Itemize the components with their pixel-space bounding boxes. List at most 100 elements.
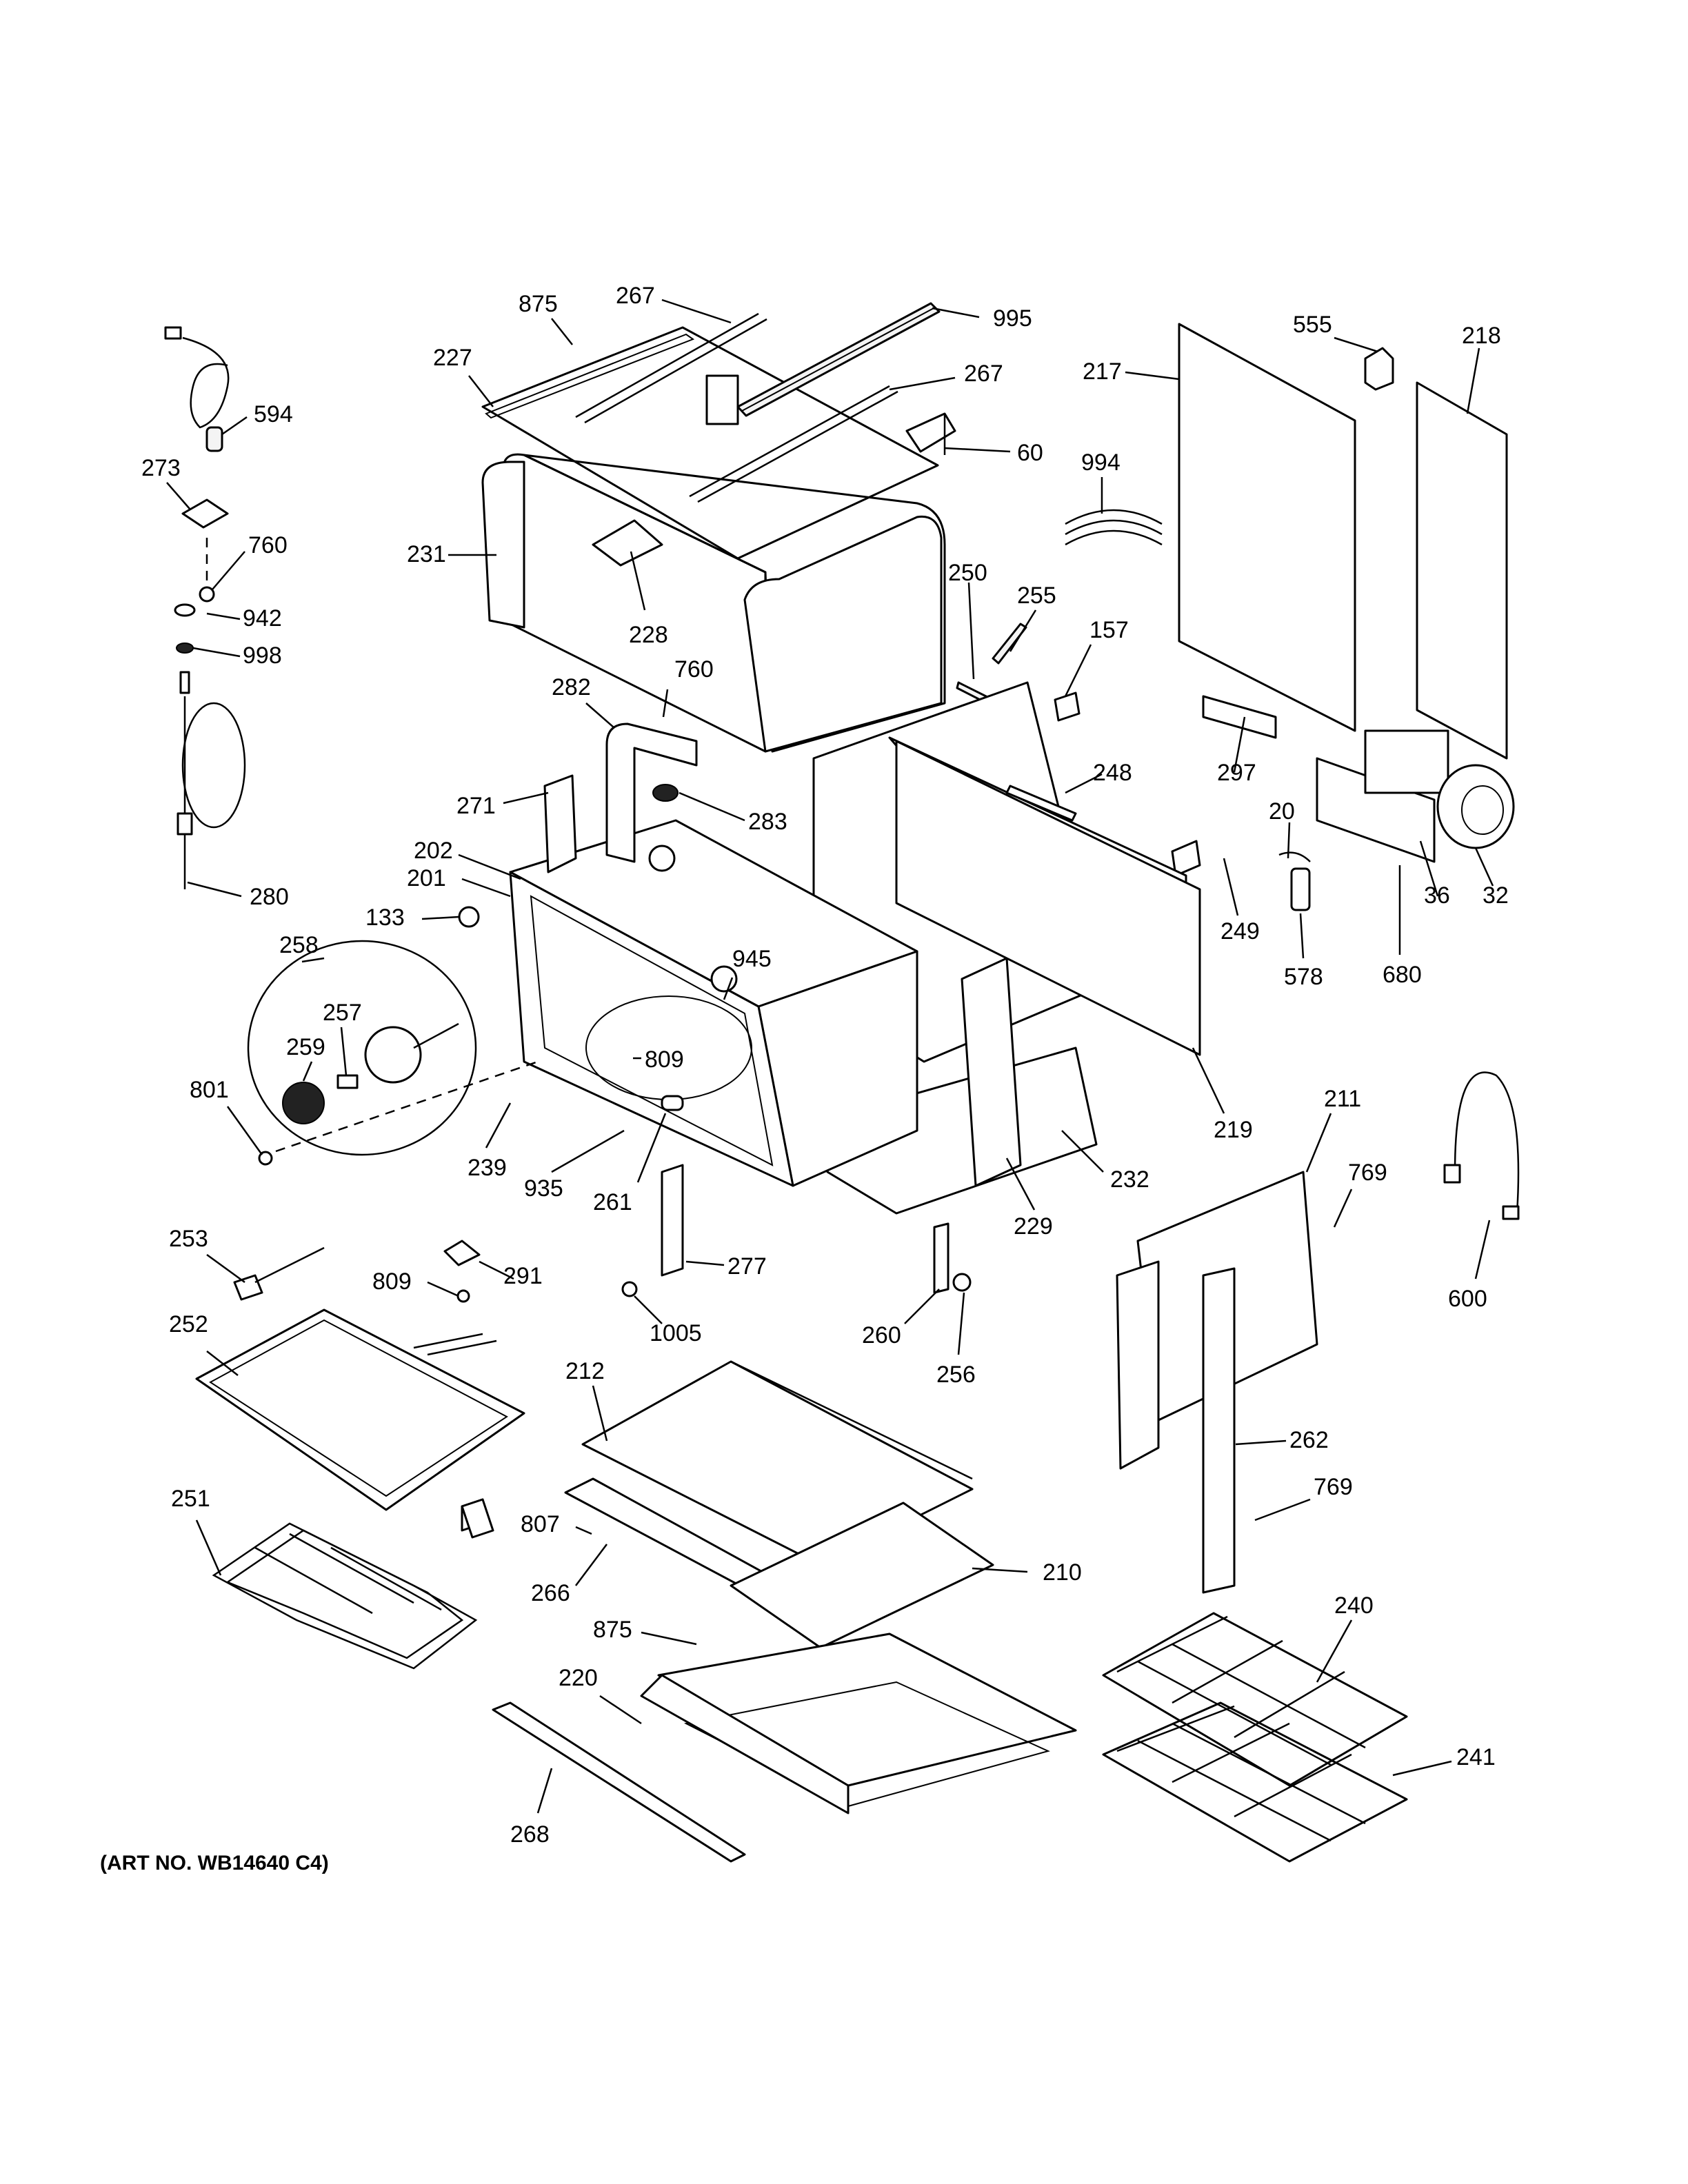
callout-807: 807 <box>521 1511 560 1537</box>
callout-157: 157 <box>1089 617 1129 643</box>
callout-228: 228 <box>629 622 668 648</box>
callout-995: 995 <box>993 305 1032 332</box>
rack-241 <box>1102 1701 1408 1863</box>
callout-201: 201 <box>407 865 446 891</box>
callout-271: 271 <box>456 793 496 819</box>
callout-801: 801 <box>190 1077 229 1103</box>
callout-809: 809 <box>372 1268 412 1295</box>
axis-dash-fan <box>275 1060 539 1153</box>
callout-267: 267 <box>616 283 655 309</box>
callout-250: 250 <box>948 560 987 586</box>
callout-942: 942 <box>243 605 282 631</box>
bottom-panel-220 <box>640 1632 1077 1814</box>
callout-220: 220 <box>559 1665 598 1691</box>
screw-809b <box>456 1289 470 1303</box>
callout-875: 875 <box>519 291 558 317</box>
callout-680: 680 <box>1383 962 1422 988</box>
bracket-291 <box>443 1240 481 1266</box>
callout-994: 994 <box>1081 449 1121 476</box>
callout-239: 239 <box>468 1155 507 1181</box>
trim-262 <box>1202 1267 1236 1594</box>
callout-219: 219 <box>1214 1117 1253 1143</box>
callout-1005: 1005 <box>650 1320 702 1346</box>
callout-218: 218 <box>1462 323 1501 349</box>
callout-769: 769 <box>1314 1474 1353 1500</box>
callout-231: 231 <box>407 541 446 567</box>
bracket-248 <box>1005 785 1077 822</box>
sensor-assembly <box>164 326 246 889</box>
duct-282 <box>605 722 698 863</box>
ribbon-cable-995 <box>736 302 941 417</box>
callout-256: 256 <box>936 1362 976 1388</box>
leader-lines <box>166 299 1494 1814</box>
callout-760: 760 <box>674 656 714 682</box>
grommet-283 <box>652 784 679 802</box>
callout-760: 760 <box>248 532 288 558</box>
callout-262: 262 <box>1289 1427 1329 1453</box>
callout-249: 249 <box>1220 918 1260 944</box>
pin-261 <box>661 1095 684 1111</box>
callout-257: 257 <box>323 1000 362 1026</box>
grommet-133 <box>458 906 480 928</box>
bake-element-252 <box>195 1308 525 1511</box>
callout-217: 217 <box>1083 358 1122 385</box>
capacitor-578 <box>1278 851 1311 911</box>
callout-578: 578 <box>1284 964 1323 990</box>
callout-212: 212 <box>565 1358 605 1384</box>
callout-998: 998 <box>243 643 282 669</box>
callout-259: 259 <box>286 1034 325 1060</box>
callout-280: 280 <box>250 884 289 910</box>
rack-240 <box>1102 1612 1408 1787</box>
callout-277: 277 <box>727 1253 767 1280</box>
insulation-229 <box>961 957 1022 1187</box>
rear-panel-217 <box>1178 323 1356 732</box>
callout-291: 291 <box>503 1263 543 1289</box>
duct-219 <box>895 740 1201 1056</box>
callout-282: 282 <box>552 674 591 700</box>
callout-297: 297 <box>1217 760 1256 786</box>
callout-266: 266 <box>531 1580 570 1606</box>
clip-255 <box>992 623 1027 665</box>
trim-268 <box>492 1701 746 1863</box>
bracket-807 <box>461 1498 494 1539</box>
callout-267: 267 <box>964 361 1003 387</box>
callout-255: 255 <box>1017 583 1056 609</box>
callout-60: 60 <box>1017 440 1043 466</box>
rear-panel-218 <box>1416 381 1508 760</box>
callout-809: 809 <box>645 1046 684 1073</box>
bracket-271 <box>543 774 577 873</box>
callout-251: 251 <box>171 1486 210 1512</box>
top-panel-227 <box>481 312 939 560</box>
callout-133: 133 <box>365 904 405 931</box>
callout-32: 32 <box>1483 882 1509 909</box>
cord-600 <box>1443 1071 1520 1220</box>
callout-211: 211 <box>1324 1086 1361 1112</box>
hinge-260 <box>933 1222 972 1294</box>
callout-227: 227 <box>433 345 472 371</box>
screw-801 <box>258 1151 273 1166</box>
broil-element-251 <box>212 1498 484 1670</box>
callout-241: 241 <box>1456 1744 1496 1770</box>
callout-555: 555 <box>1293 312 1332 338</box>
callout-261: 261 <box>593 1189 632 1215</box>
relay-555 <box>1364 347 1394 391</box>
terminal-block-297 <box>1202 695 1277 739</box>
callout-229: 229 <box>1014 1213 1053 1240</box>
fan-assembly <box>1316 729 1515 863</box>
outer-wrapper-231 <box>481 453 946 753</box>
callout-36: 36 <box>1424 882 1450 909</box>
callout-253: 253 <box>169 1226 208 1252</box>
panel-210 <box>730 1502 994 1649</box>
bracket-228 <box>592 519 663 567</box>
callout-769: 769 <box>1348 1160 1387 1186</box>
art-number: (ART NO. WB14640 C4) <box>100 1852 329 1874</box>
callout-210: 210 <box>1043 1559 1082 1586</box>
callout-252: 252 <box>169 1311 208 1337</box>
callout-600: 600 <box>1448 1286 1487 1312</box>
callout-935: 935 <box>524 1175 563 1202</box>
bracket-249 <box>1171 840 1201 877</box>
bracket-157 <box>1054 691 1081 722</box>
callout-240: 240 <box>1334 1593 1374 1619</box>
callout-283: 283 <box>748 809 787 835</box>
